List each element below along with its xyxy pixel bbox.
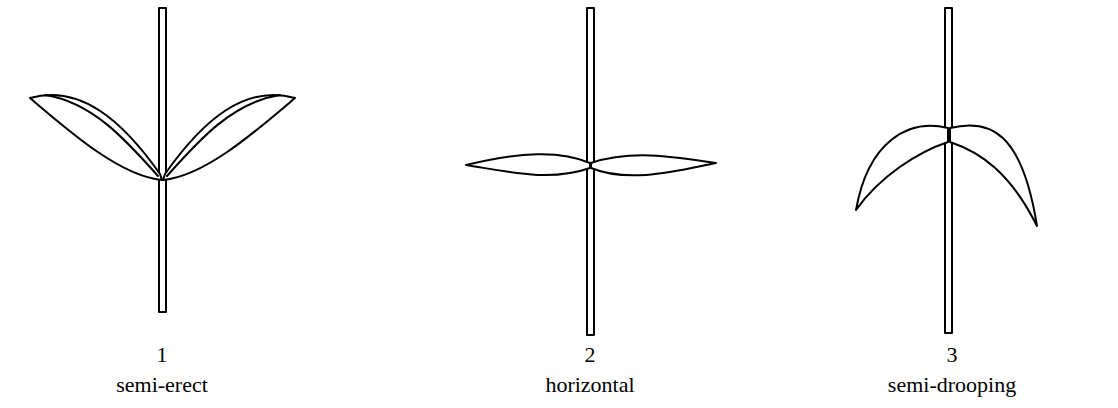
- callout-number: 2: [585, 342, 596, 368]
- leaf: [591, 155, 716, 175]
- leaf: [950, 125, 1037, 226]
- leaf: [466, 154, 590, 175]
- leaf-fold: [167, 95, 280, 176]
- callout-number: 1: [157, 342, 168, 368]
- attitude-label: semi-drooping: [888, 372, 1016, 398]
- leaf: [856, 126, 948, 210]
- stem: [587, 8, 594, 335]
- leaf: [30, 95, 162, 180]
- stem: [159, 8, 166, 312]
- stem: [945, 8, 952, 333]
- leaf-fold: [45, 95, 158, 176]
- leaf: [163, 95, 295, 180]
- attitude-label: horizontal: [545, 372, 634, 398]
- attitude-label: semi-erect: [116, 372, 208, 398]
- callout-number: 3: [947, 342, 958, 368]
